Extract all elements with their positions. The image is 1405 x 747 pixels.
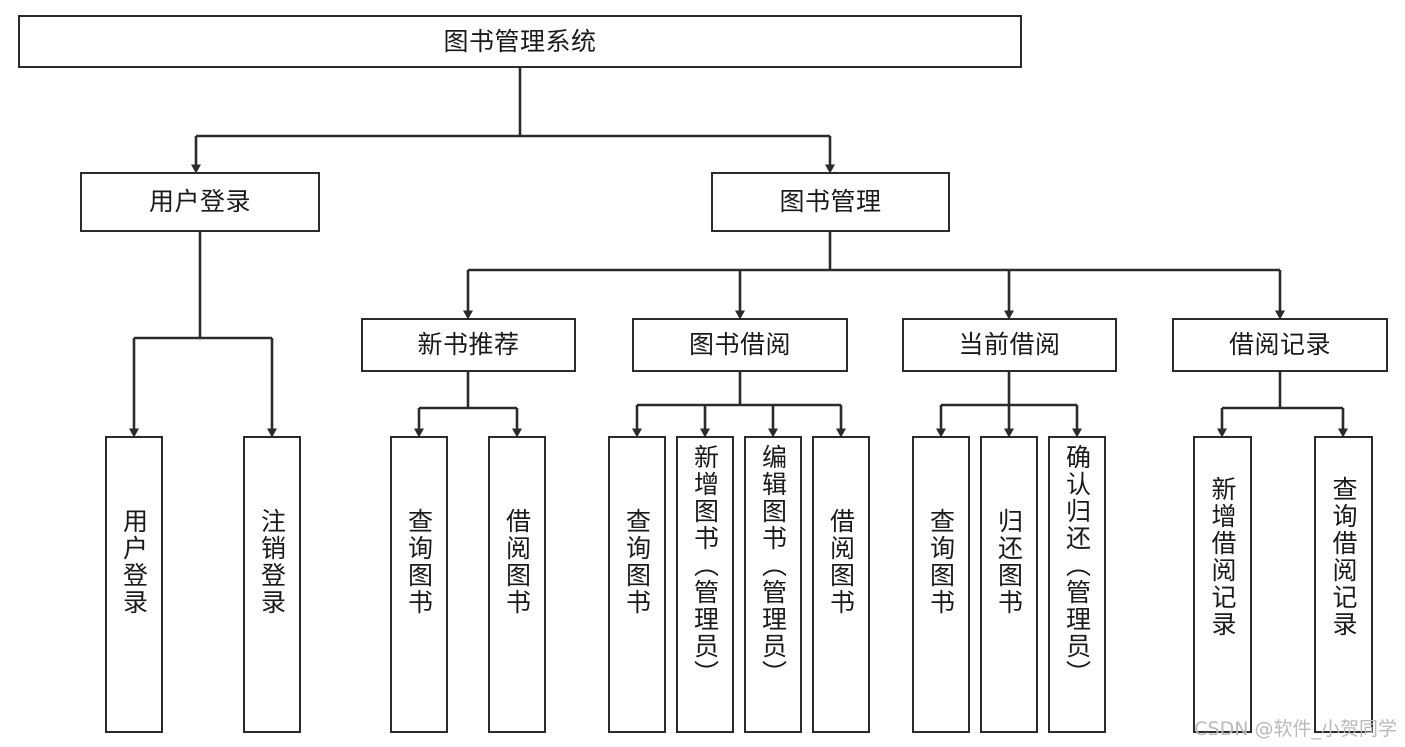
leaf-add-borrow-record[interactable]: 新增借阅记录 <box>1193 436 1252 733</box>
node-label: 查询图书 <box>404 508 434 616</box>
leaf-query-book-current[interactable]: 查询图书 <box>912 436 970 733</box>
node-label: 新书推荐 <box>417 330 520 360</box>
leaf-borrow-book-recommend[interactable]: 借阅图书 <box>488 436 546 733</box>
node-root-book-management-system[interactable]: 图书管理系统 <box>18 15 1022 68</box>
node-label: 用户登录 <box>148 187 251 217</box>
leaf-edit-book[interactable]: 编辑图书（管理员） <box>744 436 802 733</box>
csdn-watermark: CSDN @软件_小贺同学 <box>1194 718 1397 740</box>
leaf-logout[interactable]: 注销登录 <box>243 436 301 733</box>
leaf-borrow-book[interactable]: 借阅图书 <box>812 436 870 733</box>
node-book-management[interactable]: 图书管理 <box>711 172 950 232</box>
node-borrow-record[interactable]: 借阅记录 <box>1172 318 1388 372</box>
node-label: 用户登录 <box>119 508 149 616</box>
node-label: 注销登录 <box>257 508 287 616</box>
node-label: 图书管理系统 <box>443 26 597 56</box>
leaf-query-borrow-record[interactable]: 查询借阅记录 <box>1314 436 1373 733</box>
node-label: 确认归还（管理员） <box>1062 444 1092 687</box>
node-label: 图书管理 <box>779 187 882 217</box>
node-label: 归还图书 <box>994 508 1024 616</box>
node-new-book-recommend[interactable]: 新书推荐 <box>361 318 576 372</box>
node-label: 查询图书 <box>622 508 652 616</box>
node-user-login[interactable]: 用户登录 <box>80 172 320 232</box>
node-book-borrow[interactable]: 图书借阅 <box>632 318 848 372</box>
node-label: 查询借阅记录 <box>1329 476 1358 638</box>
node-label: 图书借阅 <box>688 330 791 360</box>
node-label: 新增借阅记录 <box>1208 476 1237 638</box>
node-label: 编辑图书（管理员） <box>758 444 788 687</box>
leaf-query-book-recommend[interactable]: 查询图书 <box>390 436 448 733</box>
node-label: 借阅记录 <box>1228 330 1331 360</box>
leaf-login[interactable]: 用户登录 <box>105 436 163 733</box>
node-label: 借阅图书 <box>502 508 532 616</box>
node-label: 查询图书 <box>926 508 956 616</box>
node-current-borrow[interactable]: 当前借阅 <box>902 318 1117 372</box>
leaf-query-book-borrow[interactable]: 查询图书 <box>608 436 666 733</box>
node-label: 新增图书（管理员） <box>690 444 720 687</box>
node-label: 当前借阅 <box>958 330 1061 360</box>
node-label: 借阅图书 <box>826 508 856 616</box>
leaf-add-book[interactable]: 新增图书（管理员） <box>676 436 734 733</box>
leaf-confirm-return[interactable]: 确认归还（管理员） <box>1048 436 1106 733</box>
leaf-return-book[interactable]: 归还图书 <box>980 436 1038 733</box>
